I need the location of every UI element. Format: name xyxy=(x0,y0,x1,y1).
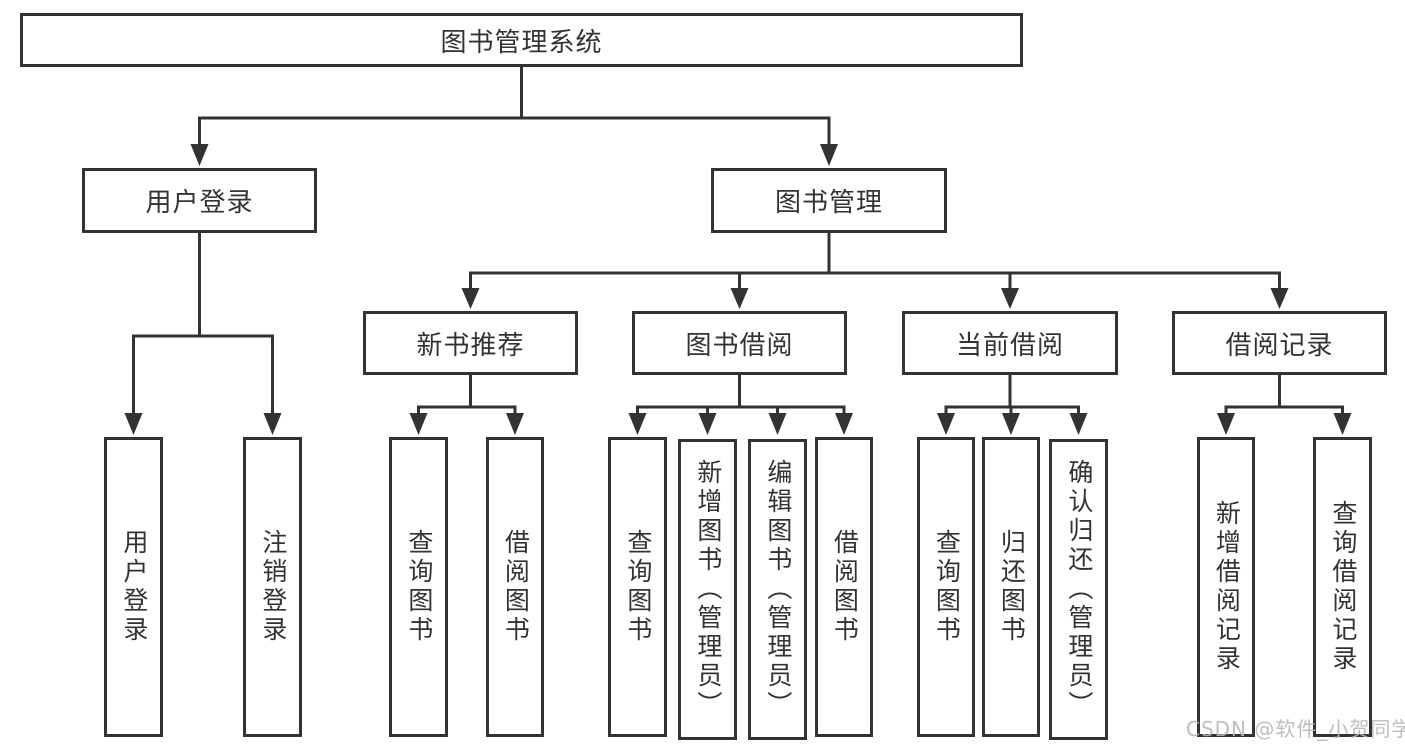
leaf-records-add-record: 新增借阅记录 xyxy=(1197,437,1255,737)
node-label: 当前借阅 xyxy=(955,330,1064,361)
node-label: 新书推荐 xyxy=(416,330,525,361)
node-label: 确认归还（管理员） xyxy=(1064,459,1094,720)
node-current-borrowing: 当前借阅 xyxy=(902,311,1118,375)
node-borrowing-records: 借阅记录 xyxy=(1172,311,1387,375)
node-label: 编辑图书（管理员） xyxy=(763,459,793,720)
node-label: 查询借阅记录 xyxy=(1328,500,1358,674)
leaf-borrowing-query-books: 查询图书 xyxy=(608,437,667,737)
leaf-borrowing-borrow-books: 借阅图书 xyxy=(815,437,873,737)
node-label: 借阅图书 xyxy=(501,529,531,645)
leaf-records-query-record: 查询借阅记录 xyxy=(1313,437,1372,737)
leaf-newbooks-query-books: 查询图书 xyxy=(389,437,448,737)
node-label: 用户登录 xyxy=(145,188,254,218)
node-label: 用户登录 xyxy=(119,529,149,645)
node-book-borrowing: 图书借阅 xyxy=(632,311,847,375)
leaf-current-return-books: 归还图书 xyxy=(982,437,1040,737)
node-label: 图书借阅 xyxy=(685,330,794,361)
node-new-book-recommend: 新书推荐 xyxy=(363,311,578,375)
leaf-current-confirm-return-admin: 确认归还（管理员） xyxy=(1049,439,1108,740)
leaf-logout: 注销登录 xyxy=(243,437,302,737)
leaf-current-query-books: 查询图书 xyxy=(917,437,975,737)
node-label: 图书管理 xyxy=(774,188,883,218)
leaf-borrowing-edit-books-admin: 编辑图书（管理员） xyxy=(748,439,807,740)
leaf-newbooks-borrow-books: 借阅图书 xyxy=(486,437,544,737)
csdn-watermark: CSDN @软件_小贺同学 xyxy=(1186,717,1405,741)
node-label: 查询图书 xyxy=(623,529,653,645)
node-label: 查询图书 xyxy=(404,529,434,645)
leaf-user-login: 用户登录 xyxy=(104,437,163,737)
node-label: 新增图书（管理员） xyxy=(693,459,723,720)
node-label: 注销登录 xyxy=(258,529,288,645)
node-label: 图书管理系统 xyxy=(440,27,603,58)
leaf-borrowing-add-books-admin: 新增图书（管理员） xyxy=(678,439,737,740)
node-user-login-branch: 用户登录 xyxy=(82,168,317,233)
node-label: 新增借阅记录 xyxy=(1212,500,1242,674)
node-label: 查询图书 xyxy=(932,529,962,645)
node-label: 归还图书 xyxy=(997,529,1027,645)
node-book-management-branch: 图书管理 xyxy=(711,168,947,233)
node-label: 借阅图书 xyxy=(830,529,860,645)
node-label: 借阅记录 xyxy=(1225,330,1334,361)
node-library-system-root: 图书管理系统 xyxy=(20,13,1023,67)
